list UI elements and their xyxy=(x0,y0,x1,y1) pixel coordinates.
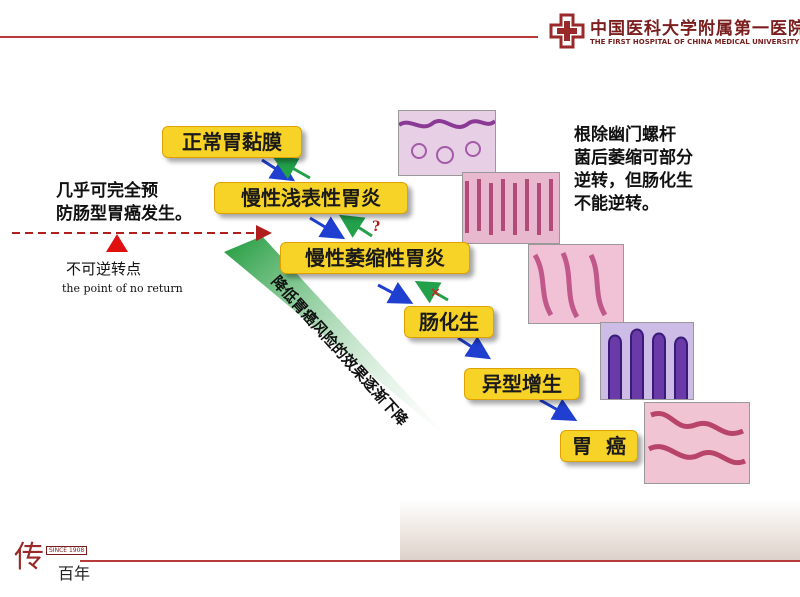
stage-intestinal-metaplasia: 肠化生 xyxy=(404,306,494,338)
stage-normal-mucosa: 正常胃黏膜 xyxy=(162,126,302,158)
reverse-arrow xyxy=(272,157,311,180)
right-note-line: 逆转，但肠化生 xyxy=(574,171,693,191)
left-note-line: 防肠型胃癌发生。 xyxy=(56,204,192,224)
uncertain-reversal-mark: ? xyxy=(372,219,381,235)
no-return-label-en: the point of no return xyxy=(62,282,183,295)
centennial-text: 百年 xyxy=(58,564,91,583)
hospital-name-cn: 中国医科大学附属第一医院 xyxy=(590,19,800,39)
left-note: 几乎可完全预 防肠型胃癌发生。 xyxy=(56,180,192,226)
footer-divider xyxy=(80,560,800,562)
reverse-arrow xyxy=(414,281,449,304)
histology-normal-image xyxy=(398,110,496,176)
right-note: 根除幽门螺杆 菌后萎缩可部分 逆转，但肠化生 不能逆转。 xyxy=(574,124,693,216)
forward-arrow xyxy=(457,336,492,360)
since-badge: SINCE 1908 xyxy=(46,546,88,555)
centennial-logo-icon: 传 xyxy=(14,540,44,575)
histology-intestinal-metaplasia-image xyxy=(600,322,694,400)
no-return-triangle-icon xyxy=(106,234,128,252)
forward-arrow xyxy=(309,216,346,240)
histology-superficial-gastritis-image xyxy=(462,172,560,244)
stage-atrophic-gastritis: 慢性萎缩性胃炎 xyxy=(280,242,470,274)
risk-reduction-wedge xyxy=(224,236,450,440)
no-return-label-cn: 不可逆转点 xyxy=(66,260,142,278)
histology-atrophic-gastritis-image xyxy=(528,244,624,324)
stage-gastric-cancer: 胃 癌 xyxy=(560,430,638,462)
reverse-arrow xyxy=(338,214,373,238)
stage-superficial-gastritis: 慢性浅表性胃炎 xyxy=(214,182,408,214)
left-note-line: 几乎可完全预 xyxy=(56,181,158,201)
right-note-line: 不能逆转。 xyxy=(574,194,659,214)
hospital-logo-icon xyxy=(549,13,585,49)
no-reversal-cross-icon: ✕ xyxy=(430,286,441,301)
histology-gastric-cancer-image xyxy=(644,402,750,484)
header-divider xyxy=(0,36,538,38)
stage-dysplasia: 异型增生 xyxy=(464,368,580,400)
right-note-line: 菌后萎缩可部分 xyxy=(574,148,693,168)
hospital-name-en: THE FIRST HOSPITAL OF CHINA MEDICAL UNIV… xyxy=(590,38,800,46)
campus-background xyxy=(400,500,800,560)
forward-arrow xyxy=(539,398,578,421)
forward-arrow xyxy=(377,281,414,304)
right-note-line: 根除幽门螺杆 xyxy=(574,125,676,145)
